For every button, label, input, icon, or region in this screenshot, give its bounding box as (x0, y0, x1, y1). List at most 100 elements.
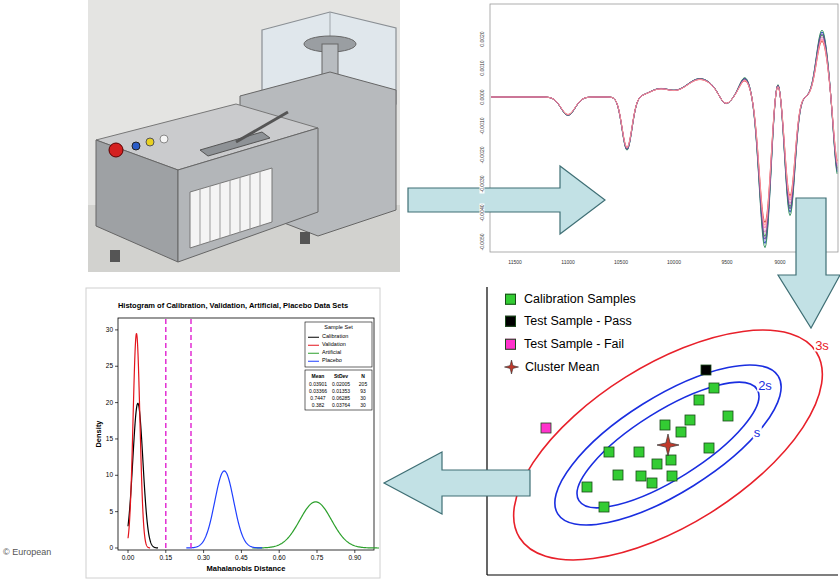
table-cell: 30 (360, 403, 366, 408)
tick-mark (165, 550, 166, 553)
tick-label: 0.75 (311, 555, 324, 562)
legend-label: Artificial (322, 350, 341, 356)
table-cell: 0.03366 (309, 389, 327, 394)
legend-line-sample (308, 343, 319, 347)
tick-mark (279, 550, 280, 553)
tick-mark (203, 550, 204, 553)
threshold-line (190, 319, 191, 549)
table-cell: N (361, 374, 365, 379)
table-cell: 0.06285 (332, 396, 350, 401)
tick-label: 0 (109, 545, 113, 552)
tick-mark (115, 511, 118, 512)
tick-label: 11000 (561, 260, 575, 265)
legend-entry: Calibration Samples (505, 293, 636, 306)
tick-label: 0.30 (197, 555, 210, 562)
sample-point (723, 411, 733, 421)
tick-mark (115, 402, 118, 403)
density-curve (186, 471, 262, 548)
tick-label: -0.0030 (480, 175, 485, 194)
flow-arrows (384, 166, 840, 514)
tick-label: 0.90 (348, 555, 361, 562)
table-cell: 205 (359, 382, 367, 387)
legend-line-sample (308, 351, 319, 355)
legend-label: Placebo (322, 358, 342, 364)
legend-line-sample (308, 335, 319, 339)
mahalanobis-plot (477, 284, 840, 580)
legend-line-sample (308, 359, 319, 363)
tick-label: 0.00 (122, 555, 135, 562)
tick-mark (317, 550, 318, 553)
cluster-mean-star (657, 434, 679, 456)
sigma-label: 3s (814, 339, 830, 352)
tick-label: 9000 (774, 260, 785, 265)
sigma-label: 2s (757, 379, 773, 392)
sample-point (666, 455, 676, 465)
sample-point (709, 383, 719, 393)
tick-label: -0.0020 (480, 146, 485, 165)
density-curve (128, 334, 150, 548)
table-cell: 0.02005 (332, 382, 350, 387)
tick-mark (115, 366, 118, 367)
chart-title: Histogram of Calibration, Validation, Ar… (118, 302, 348, 310)
sample-point (701, 365, 711, 375)
sample-point (582, 482, 592, 492)
tick-mark (115, 329, 118, 330)
tick-label: 0.60 (273, 555, 286, 562)
sample-point (613, 470, 623, 480)
legend-title: Sample Set (324, 325, 352, 331)
tick-label: 10500 (614, 260, 628, 265)
legend-swatch (505, 316, 516, 327)
legend-entry: Calibration (308, 334, 348, 340)
table-cell: Mean (312, 374, 325, 379)
sample-point (704, 443, 714, 453)
table-cell: 0.03901 (309, 382, 327, 387)
sample-point (652, 459, 662, 469)
legend-label: Test Sample - Pass (524, 315, 632, 328)
legend-entry: Artificial (308, 350, 341, 356)
tick-label: -0.0040 (480, 204, 485, 223)
table-cell: 0.01353 (332, 389, 350, 394)
sample-point (599, 502, 609, 512)
copyright-note: © European (3, 548, 51, 557)
spectra-panel (440, 0, 840, 272)
legend-swatch (505, 339, 516, 350)
density-curve (252, 502, 379, 548)
axis-title: Density (95, 420, 103, 447)
sample-point (634, 447, 644, 457)
legend-swatch (505, 294, 516, 305)
tick-label: 30 (106, 327, 113, 334)
histogram-panel (86, 288, 380, 578)
tick-label: 0.0020 (480, 30, 485, 47)
table-cell: 30 (360, 396, 366, 401)
tick-label: 0.0010 (480, 59, 485, 76)
sample-point (541, 423, 551, 433)
table-cell: 93 (360, 389, 366, 394)
threshold-line (165, 319, 166, 549)
sample-point (667, 471, 677, 481)
legend-label: Cluster Mean (525, 361, 599, 374)
tick-label: 0.45 (235, 555, 248, 562)
tick-label: 0.0000 (480, 88, 485, 105)
tick-label: 25 (106, 363, 113, 370)
legend-label: Validation (322, 342, 346, 348)
table-cell: 0.03764 (332, 403, 350, 408)
legend-entry: Test Sample - Pass (505, 315, 632, 328)
tick-mark (115, 475, 118, 476)
tick-label: 10 (106, 472, 113, 479)
sample-point (685, 415, 695, 425)
tick-mark (115, 438, 118, 439)
tick-label: -0.0010 (480, 117, 485, 136)
tick-label: 11500 (508, 260, 522, 265)
tick-label: 10000 (667, 260, 681, 265)
legend-entry: Placebo (308, 358, 342, 364)
axis-title: Mahalanobis Distance (207, 565, 286, 573)
tick-label: 9500 (721, 260, 732, 265)
sample-point (636, 471, 646, 481)
tick-label: 15 (106, 436, 113, 443)
sample-point (676, 427, 686, 437)
spectrum-trace (491, 30, 837, 248)
sigma-label: s (753, 426, 762, 439)
tick-label: 0.15 (159, 555, 172, 562)
